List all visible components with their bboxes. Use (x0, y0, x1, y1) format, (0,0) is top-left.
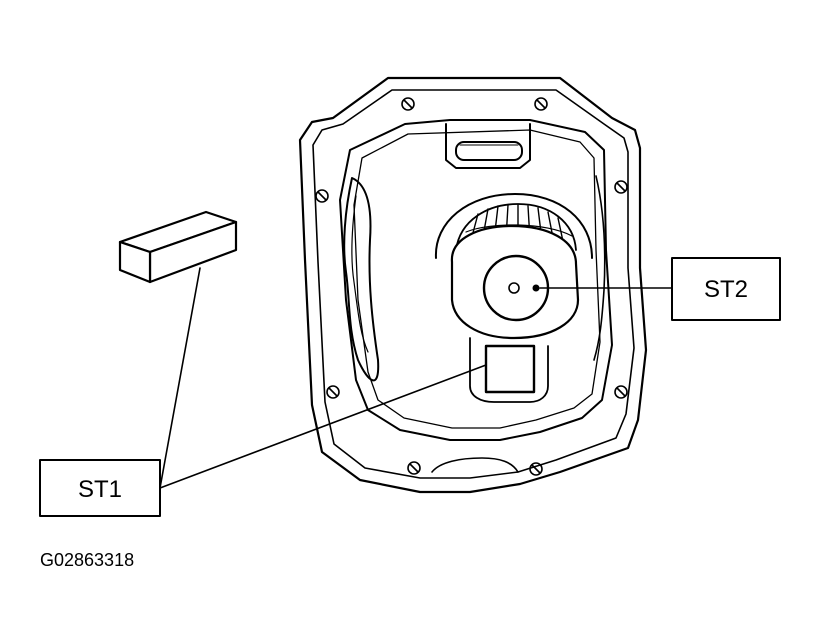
lower-block-recess (469, 337, 549, 403)
bolt-hole (614, 180, 628, 194)
hub-body (450, 224, 580, 340)
housing-outer-flange (298, 76, 648, 494)
bottom-flange-bump (431, 457, 519, 473)
lower-tool-block (484, 344, 536, 394)
st2-pointer-dot (532, 284, 540, 292)
bolt-hole (401, 97, 415, 111)
bearing-inner-race (455, 203, 577, 251)
bolt-hole (315, 189, 329, 203)
st1-leader-to-loose-block (159, 267, 201, 489)
figure-id: G02863318 (40, 550, 134, 570)
housing-cavity-outline (339, 119, 613, 441)
st1-leader-to-installed-block (159, 364, 487, 489)
st2-callout-label: ST2 (704, 276, 748, 303)
top-boss (445, 123, 531, 169)
top-slot (455, 141, 523, 161)
right-side-wall (593, 175, 606, 361)
st1-callout-box (39, 459, 161, 517)
bolt-hole (614, 385, 628, 399)
st1-loose-block (118, 210, 238, 284)
st2-callout-box (671, 257, 781, 321)
bolt-holes (315, 97, 628, 476)
st1-callout-label: ST1 (78, 476, 122, 503)
bolt-hole (407, 461, 421, 475)
housing-inner-flange (312, 89, 635, 479)
bolt-hole (534, 97, 548, 111)
leader-lines (159, 267, 673, 489)
left-side-rib (343, 177, 380, 382)
hub-center-hole (508, 282, 520, 294)
bolt-hole (529, 462, 543, 476)
left-side-rib-inner (351, 195, 369, 353)
bearing-outer-race (434, 193, 593, 259)
bolt-hole (326, 385, 340, 399)
housing-cavity-lip (353, 129, 601, 429)
